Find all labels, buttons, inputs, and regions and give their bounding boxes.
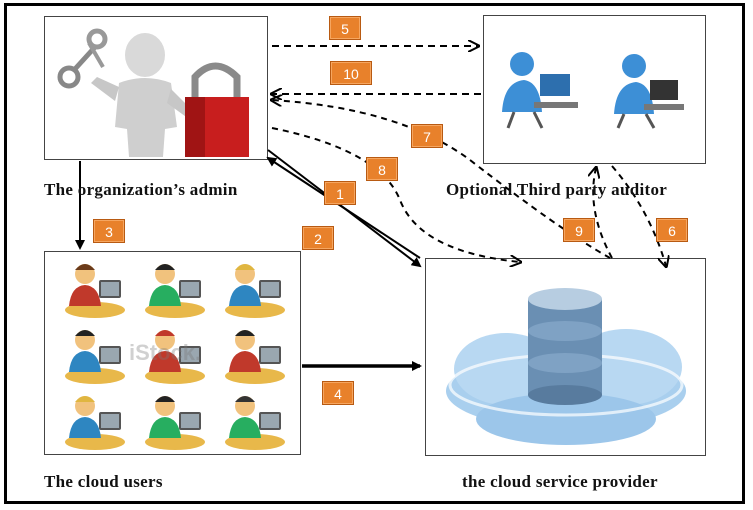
person-at-computer-icon xyxy=(225,330,285,384)
auditor-caption: Optional Third party auditor xyxy=(446,180,668,199)
person-at-computer-icon xyxy=(145,330,205,384)
diagram-frame xyxy=(4,3,745,504)
step-badge-4: 4 xyxy=(322,381,354,405)
provider-illustration xyxy=(446,288,686,445)
watermark: iStock. xyxy=(129,340,202,365)
auditor-illustration xyxy=(502,52,684,129)
person-at-computer-icon xyxy=(614,54,684,129)
provider-box xyxy=(425,258,706,456)
step-badge-7: 7 xyxy=(411,124,443,148)
person-at-computer-icon xyxy=(65,396,125,450)
arrow-step-8 xyxy=(271,127,520,262)
person-at-computer-icon xyxy=(225,264,285,318)
admin-illustration xyxy=(57,28,249,157)
person-at-computer-icon xyxy=(225,396,285,450)
person-at-computer-icon xyxy=(145,396,205,450)
step-badge-5: 5 xyxy=(329,16,361,40)
admin-caption: The organization’s admin xyxy=(44,180,238,199)
users-illustration xyxy=(65,264,285,450)
database-icon xyxy=(528,288,602,405)
arrow-step-9 xyxy=(593,168,613,259)
arrow-step-2 xyxy=(267,149,422,268)
person-at-computer-icon xyxy=(65,264,125,318)
step-badge-3: 3 xyxy=(93,219,125,243)
step-badge-8: 8 xyxy=(366,157,398,181)
person-icon xyxy=(91,33,195,157)
step-badge-6: 6 xyxy=(656,218,688,242)
arrow-step-7 xyxy=(272,100,611,259)
step-badge-1: 1 xyxy=(324,181,356,205)
step-badge-9: 9 xyxy=(563,218,595,242)
admin-box xyxy=(44,16,268,160)
arrow-step-6 xyxy=(611,165,666,266)
step-badge-10: 10 xyxy=(330,61,372,85)
step-badge-2: 2 xyxy=(302,226,334,250)
padlock-icon xyxy=(185,62,249,157)
person-at-computer-icon xyxy=(145,264,205,318)
users-caption: The cloud users xyxy=(44,472,163,491)
key-icon xyxy=(57,28,108,89)
person-at-computer-icon xyxy=(502,52,578,129)
provider-caption: the cloud service provider xyxy=(462,472,658,491)
auditor-box xyxy=(483,15,706,164)
person-at-computer-icon xyxy=(65,330,125,384)
users-box: iStock. xyxy=(44,251,301,455)
